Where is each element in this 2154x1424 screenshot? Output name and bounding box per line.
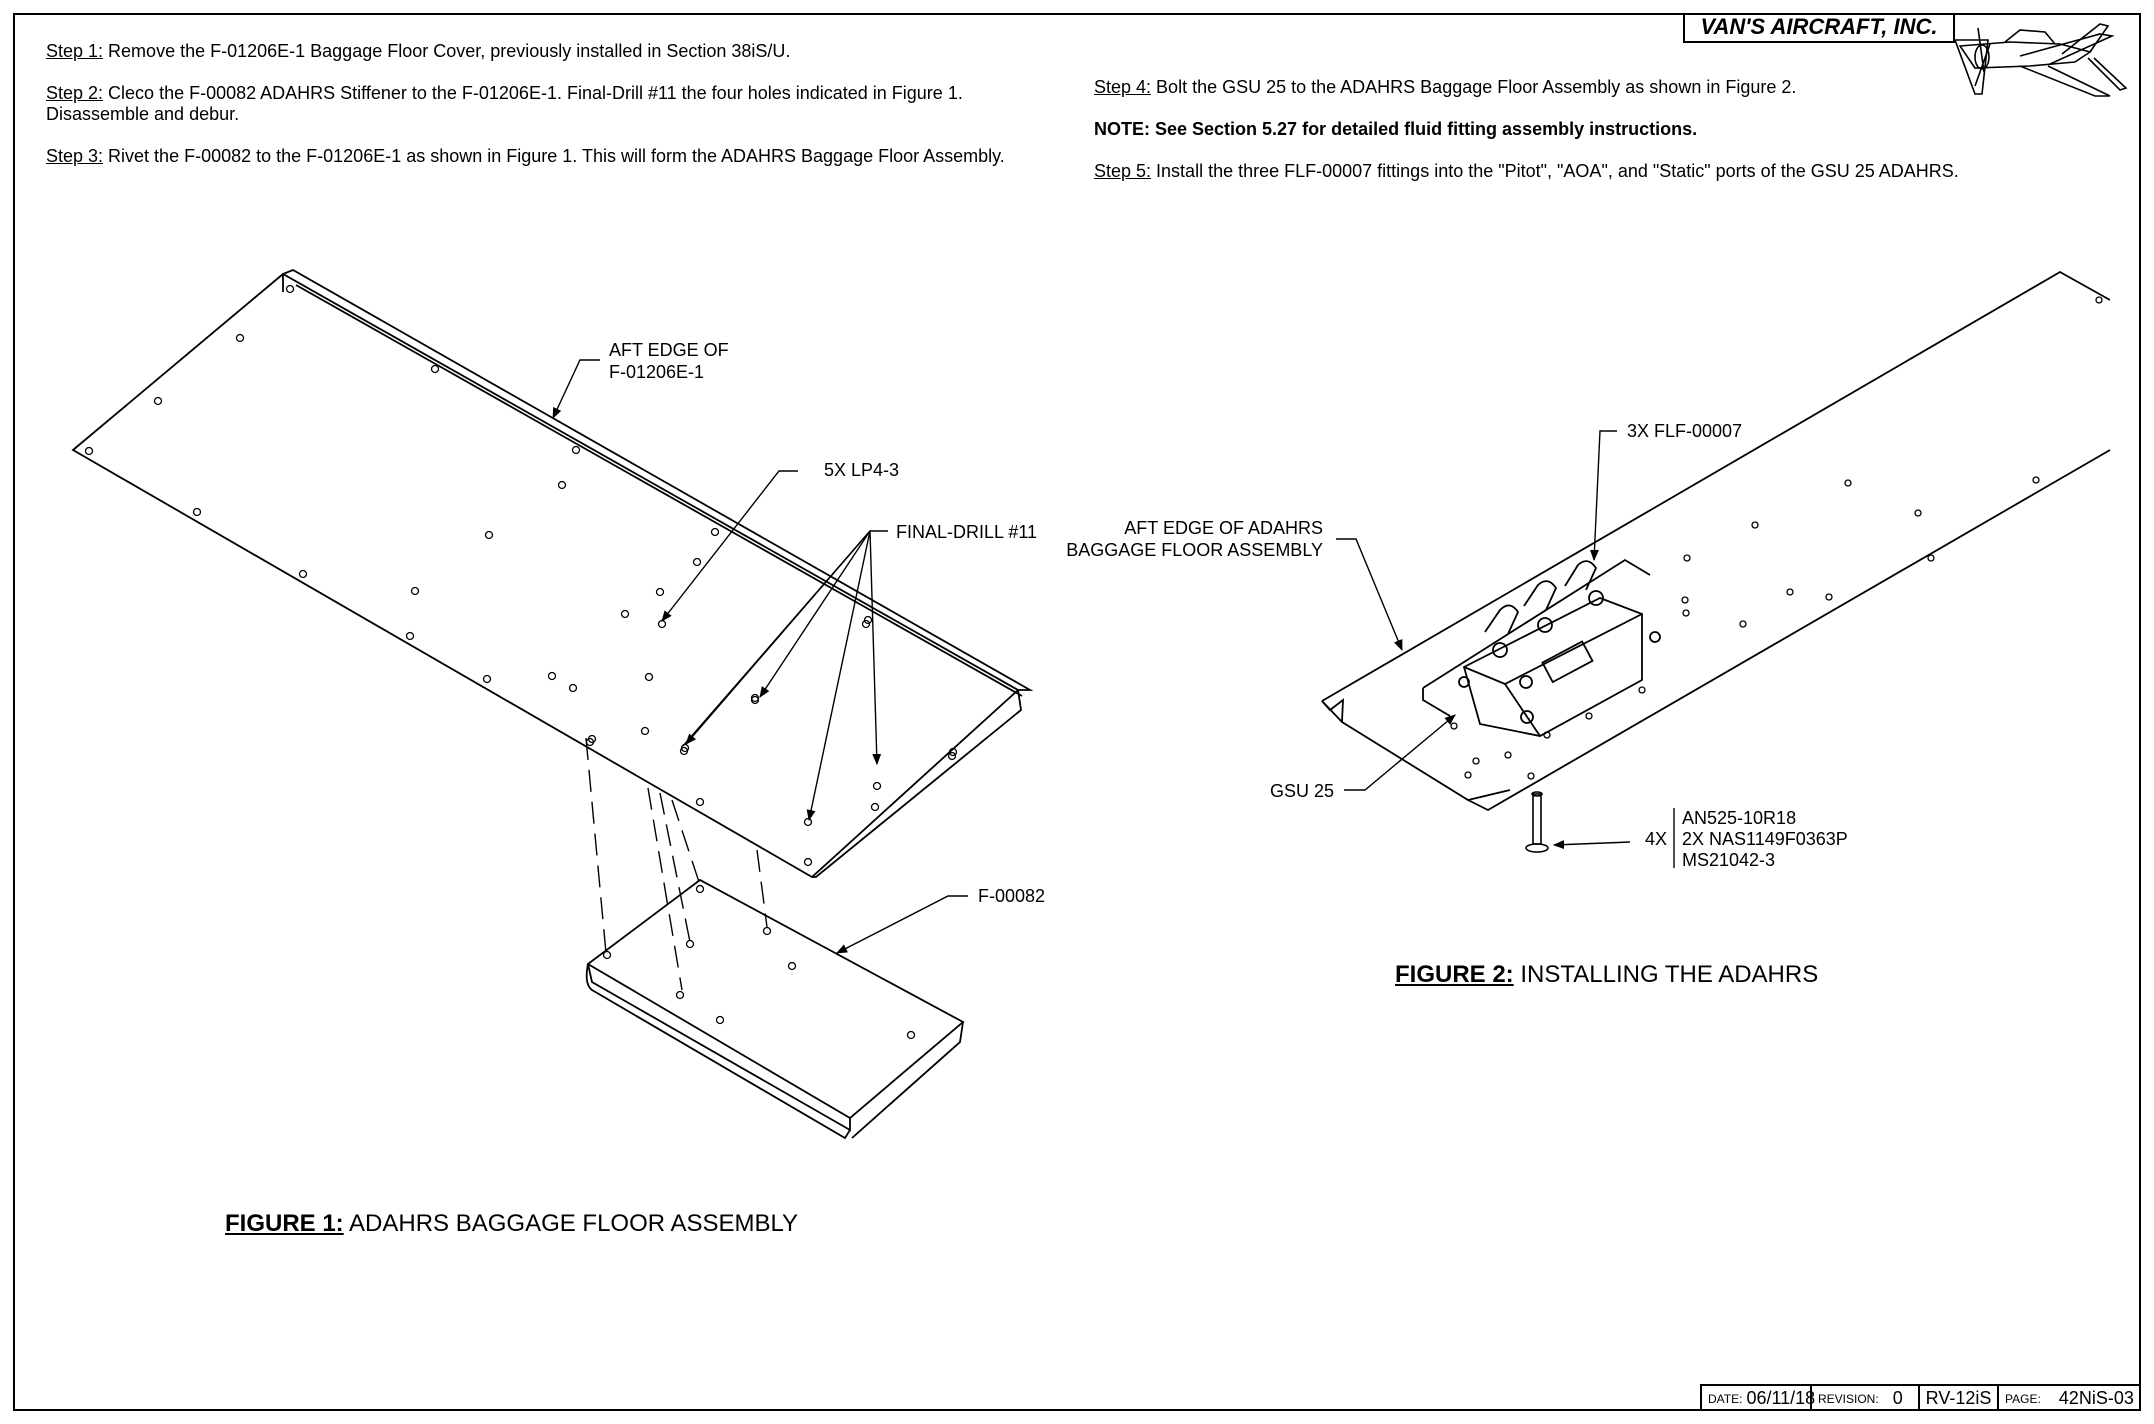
step-4: Step 4: Bolt the GSU 25 to the ADAHRS Ba… — [1094, 77, 1994, 98]
step-2: Step 2: Cleco the F-00082 ADAHRS Stiffen… — [46, 83, 1046, 125]
callout-final-drill: FINAL-DRILL #11 — [896, 522, 1037, 542]
airplane-logo-icon — [1953, 23, 2128, 97]
step-1-label: Step 1: — [46, 41, 104, 61]
figure-2-title: INSTALLING THE ADAHRS — [1513, 961, 1819, 988]
callout-hardware-bolt: AN525-10R18 — [1682, 808, 1796, 828]
callout-aft-edge-assembly-line2: BAGGAGE FLOOR ASSEMBLY — [1066, 540, 1323, 560]
step-1-text: Remove the F-01206E-1 Baggage Floor Cove… — [103, 41, 791, 61]
step-4-label: Step 4: — [1094, 77, 1152, 97]
title-block-model: RV-12iS — [1918, 1384, 1999, 1411]
figure-2-caption: FIGURE 2: INSTALLING THE ADAHRS — [1395, 961, 1818, 989]
callout-aft-edge-line1: AFT EDGE OF — [609, 340, 729, 360]
bolt-drawing — [1525, 791, 1549, 853]
step-4-text: Bolt the GSU 25 to the ADAHRS Baggage Fl… — [1151, 77, 1797, 97]
stiffener-drawing — [585, 878, 965, 1140]
figure-1-caption: FIGURE 1: ADAHRS BAGGAGE FLOOR ASSEMBLY — [225, 1210, 798, 1238]
callout-fittings: 3X FLF-00007 — [1627, 421, 1742, 441]
gsu25-unit-drawing — [1458, 560, 1661, 737]
step-3: Step 3: Rivet the F-00082 to the F-01206… — [46, 146, 1046, 167]
fig2-leaders — [1336, 430, 1675, 868]
callout-hardware-nut: MS21042-3 — [1682, 850, 1775, 870]
date-label: DATE: — [1708, 1391, 1743, 1406]
callout-gsu25: GSU 25 — [1270, 781, 1334, 801]
revision-value: 0 — [1892, 1388, 1903, 1408]
callout-hardware-qty: 4X — [1645, 829, 1667, 849]
step-5: Step 5: Install the three FLF-00007 fitt… — [1094, 161, 2094, 182]
page-label: PAGE: — [2005, 1391, 2041, 1406]
fitting-note: NOTE: See Section 5.27 for detailed flui… — [1094, 119, 1698, 139]
step-5-text: Install the three FLF-00007 fittings int… — [1151, 161, 1959, 181]
title-block-page: PAGE: 42NiS-03 — [1997, 1384, 2141, 1411]
step-1: Step 1: Remove the F-01206E-1 Baggage Fl… — [46, 41, 1046, 62]
alignment-lines — [585, 737, 768, 991]
callout-lp4: 5X LP4-3 — [824, 460, 899, 480]
page-value: 42NiS-03 — [2058, 1388, 2134, 1408]
step-2-label: Step 2: — [46, 83, 104, 103]
callout-hardware-washer: 2X NAS1149F0363P — [1682, 829, 1848, 849]
floor-cover-holes — [84, 284, 958, 867]
revision-label: REVISION: — [1818, 1391, 1879, 1406]
drawing-border — [13, 13, 2141, 1411]
step-3-text: Rivet the F-00082 to the F-01206E-1 as s… — [103, 146, 1005, 166]
callout-aft-edge-line2: F-01206E-1 — [609, 362, 704, 382]
date-value: 06/11/18 — [1746, 1388, 1816, 1408]
company-name: VAN'S AIRCRAFT, INC. — [1683, 13, 1955, 43]
title-block-date: DATE:06/11/18 — [1700, 1384, 1816, 1411]
fig1-leaders — [552, 359, 968, 954]
callout-aft-edge-assembly-line1: AFT EDGE OF ADAHRS — [1124, 518, 1323, 538]
floor-cover-drawing — [71, 269, 1034, 879]
floor-assembly-holes — [1450, 296, 2103, 780]
step-5-label: Step 5: — [1094, 161, 1152, 181]
step-2-text: Cleco the F-00082 ADAHRS Stiffener to th… — [46, 83, 963, 124]
callout-stiffener: F-00082 — [978, 886, 1045, 906]
floor-assembly-drawing — [1321, 270, 2111, 812]
model-value: RV-12iS — [1925, 1388, 1992, 1408]
title-block-revision: REVISION: 0 — [1810, 1384, 1920, 1411]
figure-1-label: FIGURE 1: — [225, 1210, 344, 1237]
stiffener-holes — [602, 884, 916, 1040]
figure-2-label: FIGURE 2: — [1395, 961, 1514, 988]
step-3-label: Step 3: — [46, 146, 104, 166]
figure-1-title: ADAHRS BAGGAGE FLOOR ASSEMBLY — [343, 1210, 799, 1237]
